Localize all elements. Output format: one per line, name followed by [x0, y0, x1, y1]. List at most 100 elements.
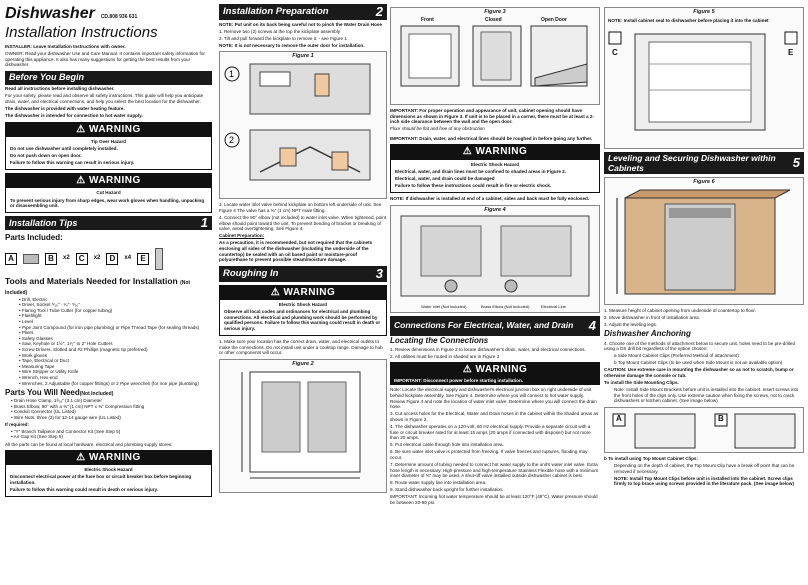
bb-line-4: The dishwasher is intended for connectio…	[5, 113, 143, 119]
page-title: Dishwasher	[5, 5, 95, 22]
warning-line: Observe all local codes and ordinances f…	[224, 309, 381, 331]
figure-4-diagram	[400, 215, 590, 297]
figure-3-diagram	[400, 25, 588, 87]
level-step-3: 3. Adjust the leveling legs.	[604, 322, 658, 328]
figure-3-title: Figure 3	[481, 9, 509, 16]
top-mount-title: b To install using Top Mount Cabinet Cli…	[604, 455, 698, 461]
part-c-qty: x2	[93, 255, 101, 262]
connection-notes: Note: Locate the electrical supply and d…	[390, 387, 600, 505]
conn-step-2: 2. All utilities must be routed in shade…	[390, 353, 500, 359]
warning-title: Electric Shock Hazard	[84, 467, 133, 473]
rough-step-1: 1. Make sure your location has the corre…	[219, 338, 383, 356]
if-required-item: • "Y" Branch Tailpiece and Connector Kit…	[11, 428, 121, 434]
figure-5: Figure 5 NOTE: Install cabinet seal to d…	[604, 7, 804, 149]
figure-6-title: Figure 6	[690, 179, 718, 186]
side-mount-title: To install the Side Mounting Clips.	[604, 380, 679, 386]
tool-item: • Pipe Joint Compound (for iron pipe plu…	[19, 324, 200, 330]
parts-needed-item: • Drain Hose Clamp, 1³⁄₁₆" (3.1 cm) Diam…	[11, 397, 102, 403]
fig3-important-2: IMPORTANT: Drain, water, and electrical …	[390, 135, 593, 141]
connection-note: 3. Cut access holes for the Electrical, …	[390, 411, 599, 422]
part-e-icon	[155, 247, 164, 270]
parts-row: A B x2 C x2 D x4 E	[5, 244, 212, 274]
figure-2: Figure 2	[219, 358, 387, 493]
warning-line: Failure to follow these instructions cou…	[395, 182, 552, 188]
part-d-label: D	[106, 252, 119, 265]
figure-5-title: Figure 5	[690, 9, 718, 16]
part-e-label: E	[137, 252, 150, 265]
tool-item: • Driver, Socket ⁵⁄₁₆" · ¹⁄₄"· ⁵⁄₁₆"	[19, 302, 80, 308]
warning-title: Cut Hazard	[96, 190, 121, 196]
prep-step-3: 3. Locate water inlet valve behind kickp…	[219, 202, 382, 213]
parts-needed-item: • Conduit Connector (UL Listed)	[11, 409, 76, 415]
bb-line-1: Read all instructions before installing …	[5, 86, 115, 92]
fig4-label-electrical: Electrical Line	[541, 303, 566, 309]
level-step-1: 1. Measure height of cabinet opening fro…	[604, 308, 756, 313]
connection-note: Note: Locate the electrical supply and d…	[390, 387, 597, 410]
if-required-list: • "Y" Branch Tailpiece and Connector Kit…	[5, 429, 212, 440]
cabinet-prep-heading: Cabinet Preparation:	[219, 233, 265, 239]
prep-step-4: 4. Connect the 90° elbow (not included) …	[219, 215, 387, 232]
side-mount-note: Note: Install Side Mount Brackets before…	[614, 387, 799, 404]
tool-item: • Measuring Tape	[19, 363, 55, 369]
figure-3-label-open: Open Door	[541, 17, 567, 23]
warning-line: Electrical, water, and drain lines must …	[395, 168, 567, 174]
warning-title: Electric Shock Hazard	[278, 302, 328, 307]
fig3-note: Floor should be flat and free of any obs…	[390, 126, 485, 132]
part-c-label: C	[75, 252, 88, 265]
parts-needed-item: • Brass Elbow, 90° with a ⅜" (1 cm) NPT …	[11, 403, 145, 409]
tool-item: • Wire Stripper or Utility Knife	[19, 369, 79, 375]
connections-heading: Connections For Electrical, Water, and D…	[390, 315, 600, 336]
warning-tip-over: ⚠ WARNING Tip Over Hazard Do not use dis…	[5, 121, 212, 171]
warning-title: Electric Shock Hazard	[470, 161, 520, 167]
warning-roughing: ⚠ WARNING Electric Shock Hazard Observe …	[219, 284, 387, 336]
warning-line: Do not use dishwasher until completely i…	[10, 145, 118, 151]
figure-2-title: Figure 2	[289, 360, 317, 368]
warning-electric-shock-1: ⚠ WARNING Electric Shock Hazard Disconne…	[5, 450, 212, 498]
warning-cut: ⚠ WARNING Cut Hazard To prevent serious …	[5, 173, 212, 214]
fig5-label-e: E	[788, 48, 794, 57]
figure-3: Figure 3 Front Closed Open Door	[390, 7, 600, 105]
tool-item: • Saw, Keyhole or 1½", 1¹⁄₂" to 2" Hole …	[19, 341, 113, 347]
installation-preparation-heading: Installation Preparation 2	[219, 4, 387, 20]
tool-item: • Work gloves	[19, 352, 48, 358]
warning-line: To prevent serious injury from sharp edg…	[10, 197, 205, 209]
prep-note: NOTE: Put unit on its back being careful…	[219, 21, 382, 27]
figure-6-diagram	[616, 189, 791, 295]
clip-label-a: A	[616, 413, 622, 423]
clip-diagram-illustration	[612, 413, 796, 449]
anchor-option-b: b Top Mount Cabinet Clips (to be used wh…	[614, 360, 783, 366]
column-3: Figure 3 Front Closed Open Door IMPORTAN…	[390, 4, 600, 581]
fig4-label-brass-elbow: Brass Elbow (Not Included)	[481, 303, 530, 309]
tool-item: • Tape, Electrical or Duct	[19, 358, 70, 364]
conn-step-1: 1. Review dimensions in Figure 2 to loca…	[390, 346, 586, 352]
connection-note: 5. Put electrical cable through hole int…	[390, 442, 504, 448]
figure-5-note: NOTE: Install cabinet seal to dishwasher…	[608, 18, 769, 23]
connection-note: 4. The dishwasher operates on a 120-volt…	[390, 423, 591, 441]
figure-2-diagram	[241, 371, 361, 479]
clip-label-b: B	[718, 413, 724, 423]
warning-line: Failure to follow this warning could res…	[10, 487, 158, 493]
enclosure-note: NOTE: If dishwasher is installed at end …	[390, 196, 590, 202]
figure-4-title: Figure 4	[481, 206, 509, 214]
connection-note: 9. Stand dishwasher back upright for fur…	[390, 487, 504, 493]
warning-line: Electrical, water, and drain could be da…	[395, 175, 495, 181]
tool-item: • Safety Glasses	[19, 335, 53, 341]
connection-note: IMPORTANT: Incoming hot water temperatur…	[390, 494, 598, 506]
column-4: Figure 5 NOTE: Install cabinet seal to d…	[604, 4, 804, 581]
prep-step-note: NOTE: It is not necessary to remove the …	[219, 42, 365, 48]
roughing-in-heading: Roughing In 3	[219, 265, 387, 282]
warning-electric-shock-2: ⚠ WARNING Electric Shock Hazard Electric…	[390, 144, 600, 194]
part-d-qty: x4	[124, 255, 132, 262]
part-a-icon	[23, 253, 39, 264]
fig4-label-water-inlet: Water Inlet (Not Included)	[421, 303, 467, 309]
tool-item: • Pliers	[19, 330, 34, 336]
before-begin-heading: Before You Begin	[5, 70, 212, 85]
prep-step-2: 2. Tilt and pull forward the kickplate t…	[219, 35, 347, 41]
bb-line-3: The dishwasher is provided with water he…	[5, 105, 125, 111]
figure-1-title: Figure 1	[289, 53, 317, 61]
prep-step-1: 1. Remove two (2) screws at the top the …	[219, 28, 341, 34]
top-mount-note-2: NOTE: Install Top Mount Clips before uni…	[614, 475, 794, 487]
warning-line: Disconnect electrical power at the fuse …	[10, 474, 192, 486]
tool-item: • Wrench, Hex-end	[19, 374, 58, 380]
tool-item: • Wrenches, 2 Adjustable (for copper fit…	[19, 380, 199, 386]
